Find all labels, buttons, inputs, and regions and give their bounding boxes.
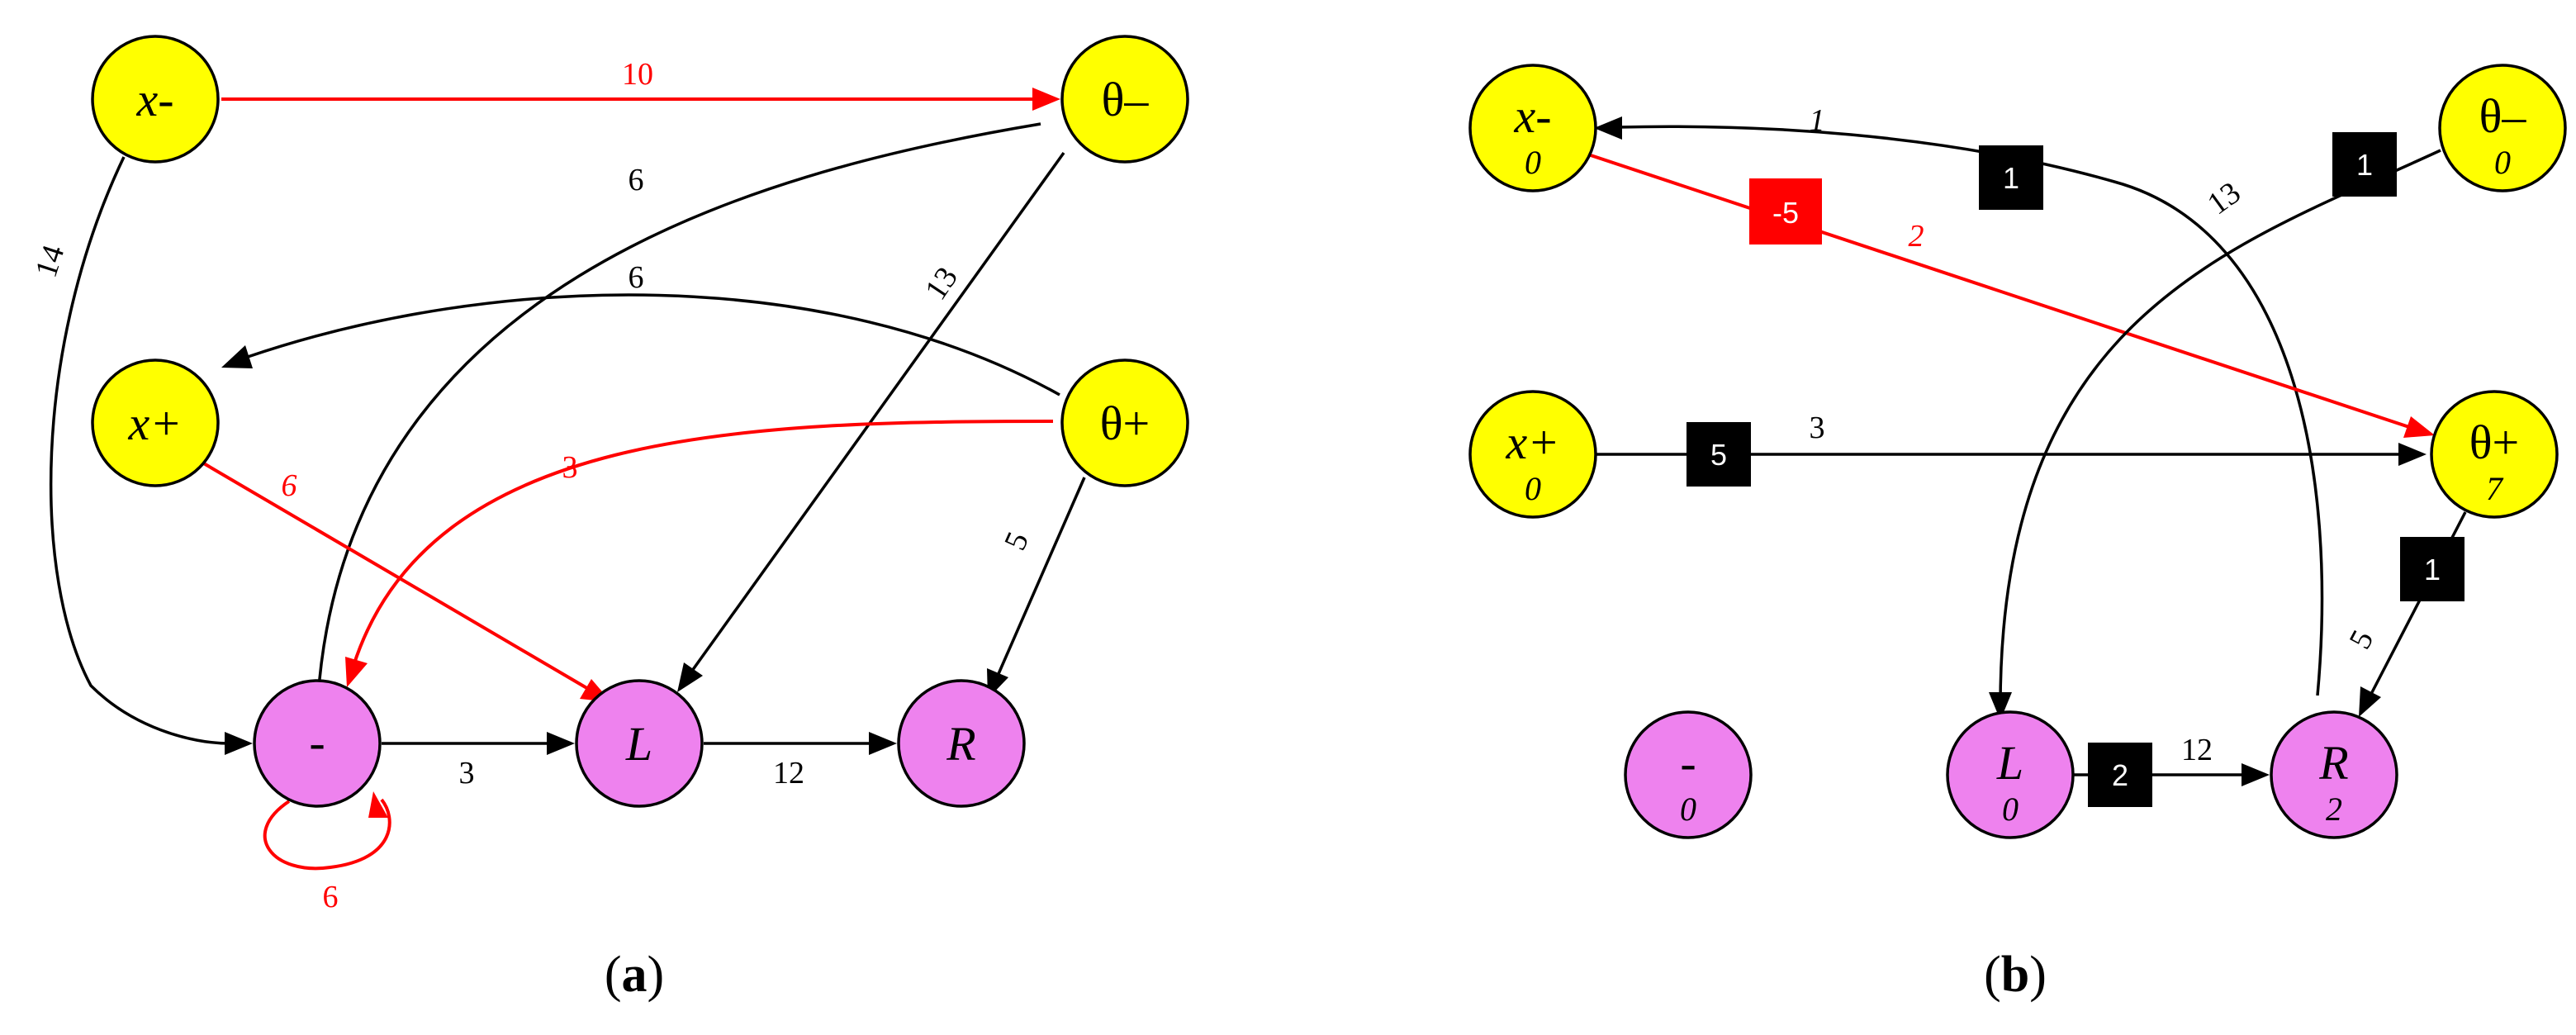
- arrowhead-b-thetaminus-L: [1989, 692, 2012, 720]
- arrowhead-a-minus-selfloop: [368, 791, 388, 818]
- svg-text:θ–: θ–: [2479, 89, 2527, 143]
- arrowhead-a-xminus-thetaminus: [1032, 88, 1060, 111]
- edge-label-a-minus-L: 3: [459, 756, 475, 790]
- panel-caption-a: (a): [605, 947, 664, 1003]
- badge-b-R-xminus: [1979, 145, 2043, 210]
- arrowhead-a-thetaminus-L: [677, 662, 703, 692]
- badge-text-b-xminus-thetaplus: -5: [1772, 196, 1799, 230]
- svg-text:R: R: [2318, 736, 2348, 790]
- svg-text:x-: x-: [135, 73, 173, 126]
- badge-b-thetaminus-L: [2332, 132, 2397, 197]
- edge-label-b-R-xminus: 1: [1810, 103, 1825, 138]
- arrowhead-b-xplus-thetaplus: [2398, 443, 2427, 466]
- edge-label-a-xplus-L: 6: [282, 468, 297, 503]
- edge-b-R-xminus: [1616, 125, 2324, 696]
- edge-a-thetaplus-xplus: [247, 293, 1060, 396]
- node-b-xminus: x- 0: [1468, 64, 1597, 192]
- edge-label-a-thetaminus-minus: 6: [629, 163, 644, 197]
- edge-a-thetaplus-R: [996, 477, 1086, 677]
- node-a-xplus: x+: [91, 358, 220, 487]
- node-b-thetaplus: θ+ 7: [2430, 390, 2559, 519]
- badge-b-L-R: [2088, 743, 2152, 807]
- svg-text:x-: x-: [1513, 89, 1551, 143]
- edge-a-thetaminus-L: [690, 151, 1065, 672]
- svg-text:L: L: [1996, 736, 2023, 790]
- edge-label-a-thetaplus-minus: 3: [562, 450, 578, 485]
- edge-label-b-thetaplus-R: 5: [2342, 624, 2380, 654]
- node-a-L: L: [575, 679, 704, 808]
- edge-label-b-xminus-thetaplus: 2: [1909, 219, 1924, 254]
- svg-text:2: 2: [2326, 790, 2342, 828]
- edge-label-a-xminus-minus: 14: [29, 241, 72, 282]
- edge-a-thetaminus-minus: [316, 122, 1041, 699]
- panel-b-edges: 1 1 2 -5 13 1 3 5 5 1: [1585, 103, 2467, 807]
- panel-caption-b: (b): [1984, 947, 2047, 1003]
- panel-b: 1 1 2 -5 13 1 3 5 5 1: [1468, 64, 2567, 1003]
- svg-text:-: -: [309, 715, 325, 769]
- edge-a-thetaplus-minus: [352, 420, 1054, 667]
- badge-text-b-L-R: 2: [2112, 758, 2128, 792]
- badge-text-b-thetaplus-R: 1: [2424, 553, 2441, 586]
- arrowhead-b-thetaplus-R: [2359, 686, 2381, 717]
- badge-text-b-xplus-thetaplus: 5: [1710, 438, 1727, 472]
- svg-text:θ+: θ+: [1100, 396, 1150, 450]
- arrowhead-a-minus-L: [547, 732, 575, 755]
- panel-b-nodes: x- 0 θ– 0 x+ 0 θ+ 7 - 0: [1468, 64, 2567, 839]
- panel-a-edges: 10 6 6 13 14 3 6: [29, 57, 1086, 914]
- edge-label-b-thetaminus-L: 13: [2201, 175, 2246, 221]
- panel-a-nodes: x- θ– x+ θ+ - L: [91, 35, 1189, 808]
- arrowhead-b-L-R: [2242, 763, 2270, 786]
- panel-a: 10 6 6 13 14 3 6: [29, 35, 1189, 1003]
- edge-label-a-xminus-thetaminus: 10: [622, 57, 653, 92]
- edge-b-thetaminus-L: [1999, 149, 2441, 711]
- badge-text-b-R-xminus: 1: [2003, 161, 2019, 195]
- edge-label-a-thetaplus-R: 5: [998, 527, 1036, 555]
- edge-label-a-L-R: 12: [773, 756, 804, 790]
- node-b-minus: - 0: [1624, 710, 1753, 839]
- edge-a-xminus-minus: [49, 156, 230, 745]
- edge-label-b-xplus-thetaplus: 3: [1810, 411, 1825, 445]
- edge-label-a-thetaplus-xplus: 6: [629, 260, 644, 295]
- node-a-thetaminus: θ–: [1060, 35, 1189, 164]
- svg-text:θ–: θ–: [1102, 73, 1150, 126]
- node-b-xplus: x+ 0: [1468, 390, 1597, 519]
- node-a-thetaplus: θ+: [1060, 358, 1189, 487]
- edge-a-xplus-L: [201, 461, 591, 691]
- svg-text:0: 0: [1680, 790, 1696, 828]
- svg-text:0: 0: [2002, 790, 2019, 828]
- badge-b-xminus-thetaplus: [1749, 178, 1822, 245]
- arrowhead-a-thetaplus-xplus: [221, 345, 253, 368]
- svg-text:x+: x+: [1506, 415, 1560, 469]
- svg-text:x+: x+: [128, 396, 183, 450]
- node-a-minus: -: [253, 679, 382, 808]
- node-a-xminus: x-: [91, 35, 220, 164]
- svg-text:0: 0: [1525, 144, 1541, 181]
- svg-text:-: -: [1680, 736, 1696, 790]
- badge-b-thetaplus-R: [2400, 537, 2465, 601]
- svg-text:θ+: θ+: [2469, 415, 2520, 469]
- edge-label-b-L-R: 12: [2181, 733, 2213, 767]
- edge-label-a-minus-selfloop: 6: [323, 880, 339, 914]
- arrowhead-a-xminus-minus: [225, 732, 253, 755]
- badge-text-b-thetaminus-L: 1: [2356, 148, 2373, 182]
- svg-text:7: 7: [2486, 470, 2504, 507]
- arrowhead-b-xminus-thetaplus: [2403, 416, 2435, 438]
- arrowhead-a-thetaplus-minus: [345, 657, 368, 687]
- arrowhead-b-R-xminus: [1594, 116, 1622, 140]
- svg-text:0: 0: [1525, 470, 1541, 507]
- svg-text:L: L: [625, 717, 652, 771]
- svg-text:0: 0: [2494, 144, 2511, 181]
- edge-b-xminus-thetaplus: [1585, 152, 2412, 430]
- node-b-L: L 0: [1946, 710, 2075, 839]
- node-b-thetaminus: θ– 0: [2438, 64, 2567, 192]
- badge-b-xplus-thetaplus: [1686, 422, 1751, 487]
- svg-text:R: R: [946, 717, 975, 771]
- arrowhead-a-L-R: [869, 732, 897, 755]
- node-b-R: R 2: [2270, 710, 2398, 839]
- edge-a-minus-selfloop: [263, 798, 391, 871]
- node-a-R: R: [897, 679, 1026, 808]
